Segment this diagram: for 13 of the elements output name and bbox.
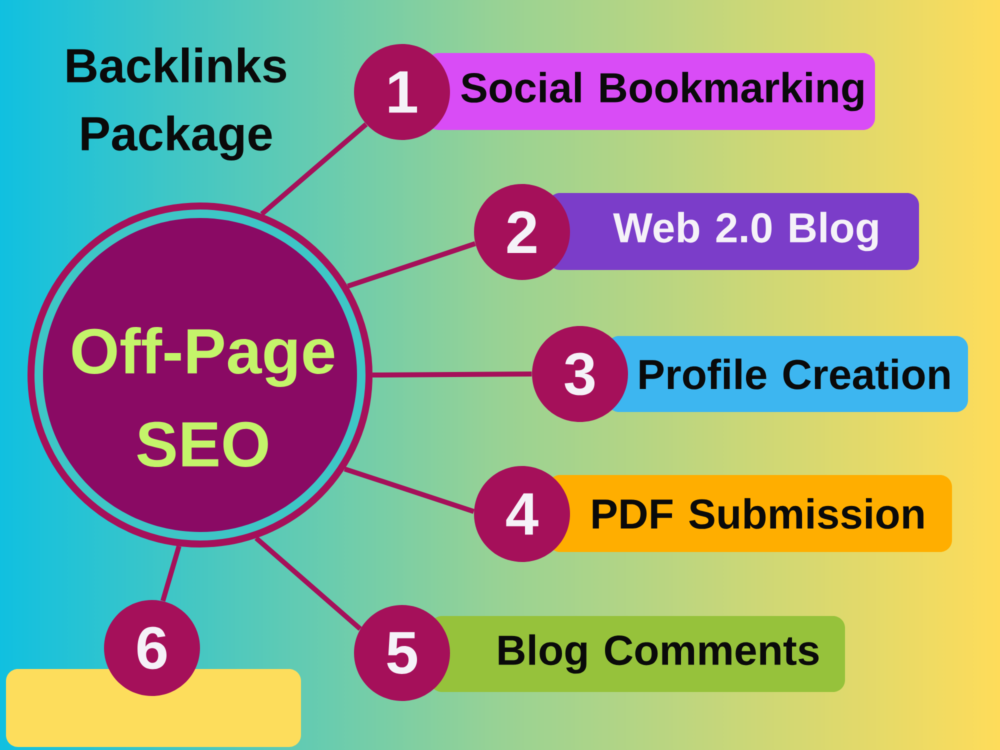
label-box: PDF Submission [548,475,952,552]
connector-line [344,466,475,514]
connector-line [260,122,368,216]
label-box [6,669,301,747]
label-box: Blog Comments [430,616,845,692]
connector-line [372,372,532,378]
label-box: Profile Creation [607,336,968,412]
label-box: Web 2.0 Blog [548,193,919,270]
title: Backlinks Package [67,48,286,160]
connector-line [160,546,182,602]
connector-line [254,536,362,631]
connector-line [347,241,476,289]
label-box: Social Bookmarking [427,53,875,130]
